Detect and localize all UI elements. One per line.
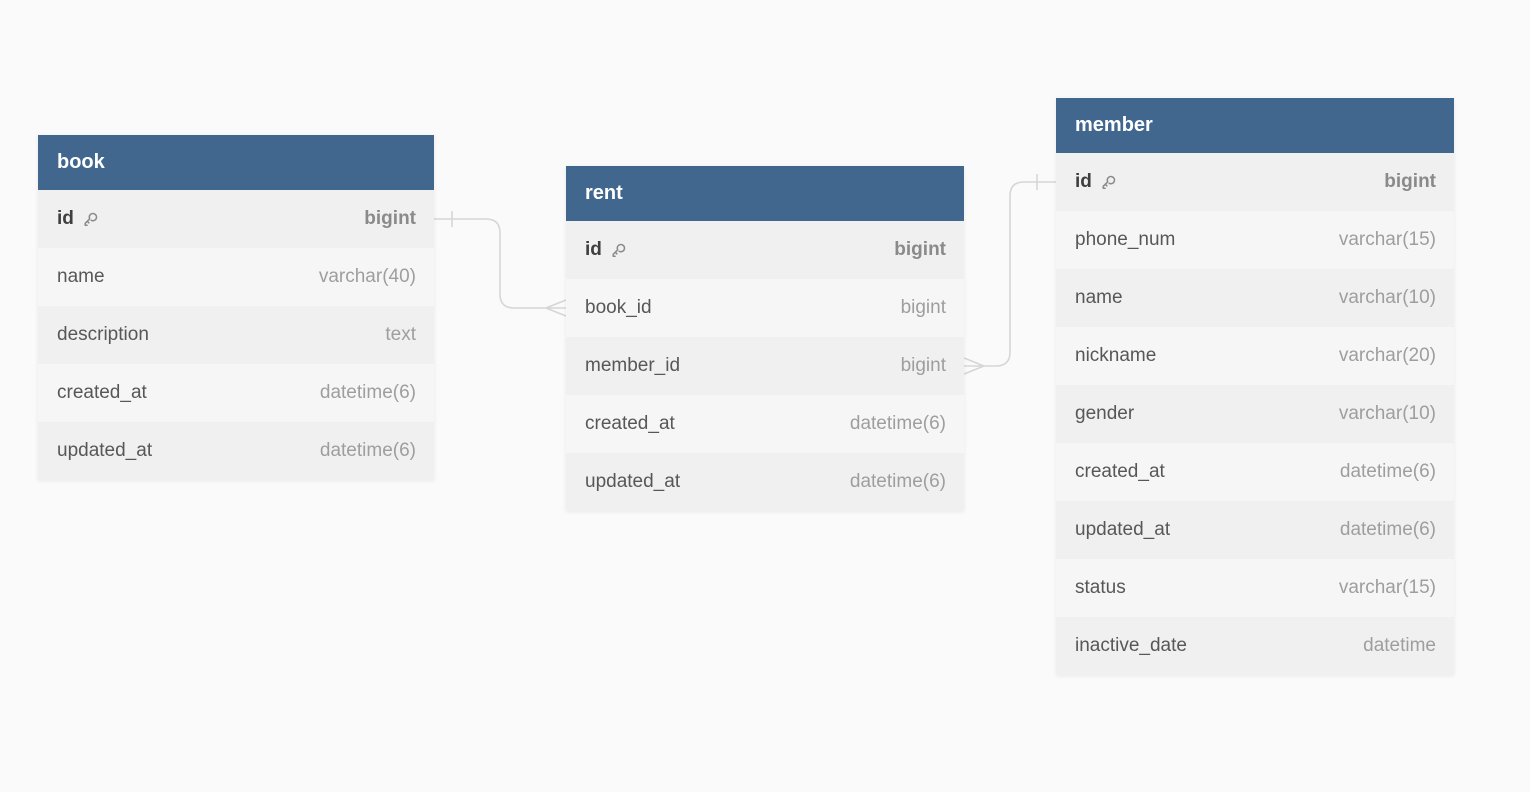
field-row-rent-member_id[interactable]: member_id bigint [566, 337, 964, 395]
field-name: updated_at [1075, 519, 1171, 540]
relationship-line[interactable] [984, 181, 1056, 367]
table-name: book [57, 151, 105, 173]
field-name: inactive_date [1075, 635, 1187, 656]
field-type: datetime(6) [849, 413, 946, 434]
field-row-member-phone_num[interactable]: phone_num varchar(15) [1056, 211, 1454, 269]
field-row-member-id[interactable]: id bigint [1056, 153, 1454, 211]
field-name: created_at [585, 413, 675, 434]
field-name: nickname [1075, 345, 1157, 366]
table-member[interactable]: member id bigint phone_num varchar(15) name v… [1056, 98, 1454, 675]
field-name: book_id [585, 297, 652, 318]
field-name: created_at [57, 382, 147, 403]
field-name: description [57, 324, 149, 345]
field-name: member_id [585, 355, 681, 376]
field-row-rent-updated_at[interactable]: updated_at datetime(6) [566, 453, 964, 511]
field-row-member-created_at[interactable]: created_at datetime(6) [1056, 443, 1454, 501]
field-row-member-status[interactable]: status varchar(15) [1056, 559, 1454, 617]
field-name: name [57, 266, 105, 287]
field-type: datetime(6) [1339, 519, 1436, 540]
field-type: datetime [1363, 635, 1436, 656]
field-name: status [1075, 577, 1126, 598]
table-rent-header[interactable]: rent [566, 166, 964, 221]
field-type: datetime(6) [319, 440, 416, 461]
table-book[interactable]: book id bigint name varchar(40) description t… [38, 135, 434, 480]
crow-foot-many-marker [963, 357, 985, 375]
field-type: varchar(10) [1338, 403, 1436, 424]
primary-key-icon [612, 243, 626, 257]
field-name: gender [1075, 403, 1135, 424]
field-row-rent-created_at[interactable]: created_at datetime(6) [566, 395, 964, 453]
field-row-book-description[interactable]: description text [38, 306, 434, 364]
field-name: phone_num [1075, 229, 1176, 250]
field-type: varchar(15) [1338, 229, 1436, 250]
table-book-header[interactable]: book [38, 135, 434, 190]
crow-foot-many-marker [545, 299, 567, 317]
field-row-member-nickname[interactable]: nickname varchar(20) [1056, 327, 1454, 385]
table-member-header[interactable]: member [1056, 98, 1454, 153]
field-type: bigint [900, 355, 946, 376]
field-row-member-gender[interactable]: gender varchar(10) [1056, 385, 1454, 443]
field-type: bigint [894, 239, 946, 260]
field-type: bigint [1384, 171, 1436, 192]
field-type: varchar(20) [1338, 345, 1436, 366]
field-type: bigint [900, 297, 946, 318]
field-name: updated_at [585, 471, 681, 492]
field-row-book-created_at[interactable]: created_at datetime(6) [38, 364, 434, 422]
primary-key-icon [1102, 175, 1116, 189]
field-type: bigint [364, 208, 416, 229]
field-row-book-updated_at[interactable]: updated_at datetime(6) [38, 422, 434, 480]
table-name: rent [585, 182, 623, 204]
field-name: id [1075, 171, 1116, 193]
field-type: datetime(6) [849, 471, 946, 492]
relationship-line[interactable] [434, 218, 546, 309]
field-name: name [1075, 287, 1123, 308]
table-name: member [1075, 114, 1153, 136]
field-row-member-updated_at[interactable]: updated_at datetime(6) [1056, 501, 1454, 559]
field-type: datetime(6) [319, 382, 416, 403]
field-type: text [385, 324, 416, 345]
field-row-book-id[interactable]: id bigint [38, 190, 434, 248]
table-member-rows: id bigint phone_num varchar(15) name varchar(… [1056, 153, 1454, 675]
field-type: varchar(40) [318, 266, 416, 287]
primary-key-icon [84, 212, 98, 226]
relationship-member-rent[interactable] [963, 174, 1056, 375]
field-row-member-name[interactable]: name varchar(10) [1056, 269, 1454, 327]
field-type: datetime(6) [1339, 461, 1436, 482]
field-row-rent-id[interactable]: id bigint [566, 221, 964, 279]
field-type: varchar(15) [1338, 577, 1436, 598]
field-name: created_at [1075, 461, 1165, 482]
field-row-book-name[interactable]: name varchar(40) [38, 248, 434, 306]
relationship-book-rent[interactable] [434, 211, 567, 317]
field-row-member-inactive_date[interactable]: inactive_date datetime [1056, 617, 1454, 675]
table-book-rows: id bigint name varchar(40) description text cr… [38, 190, 434, 480]
field-name: id [585, 239, 626, 261]
field-name: id [57, 208, 98, 230]
field-row-rent-book_id[interactable]: book_id bigint [566, 279, 964, 337]
field-name: updated_at [57, 440, 153, 461]
field-type: varchar(10) [1338, 287, 1436, 308]
